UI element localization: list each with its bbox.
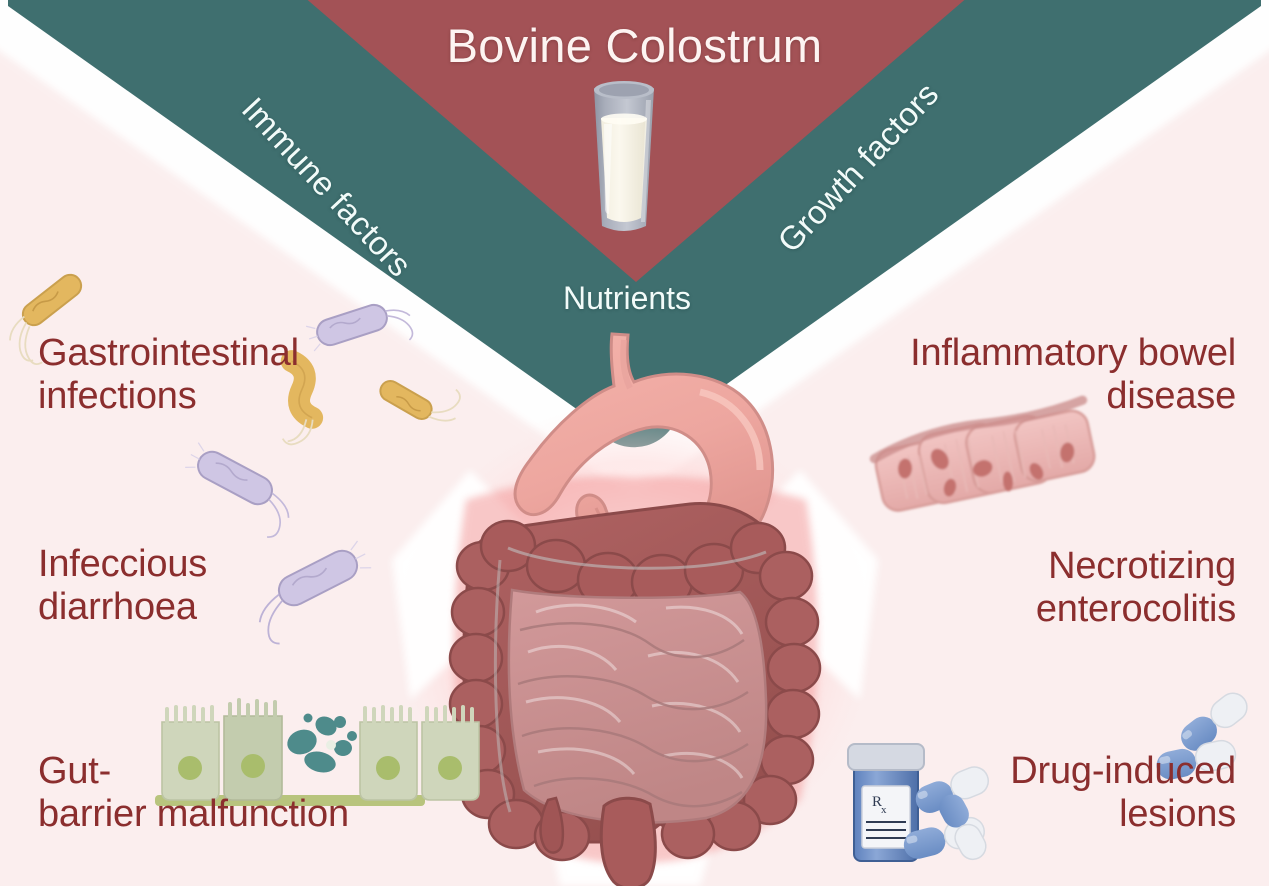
svg-text:R: R <box>872 794 882 810</box>
condition-label-gut-barrier-malfunction: Gut- barrier malfunction <box>38 750 349 835</box>
funnel-center-label: Nutrients <box>563 280 692 316</box>
condition-label-infeccious-diarrhoea: Infeccious diarrhoea <box>38 543 208 628</box>
rectum <box>599 796 657 886</box>
digestive-tract-illustration <box>448 332 822 886</box>
rod-bacterium-icon <box>258 540 372 645</box>
ulcer-lesions <box>897 442 1075 497</box>
microbe-leak <box>287 713 357 773</box>
appendix <box>539 796 565 854</box>
milk-glass-icon <box>594 81 654 231</box>
epithelial-barrier-icon <box>155 698 480 806</box>
condition-label-drug-induced-lesions: Drug-induced lesions <box>1010 750 1236 835</box>
funnel-arm-label-growth: Growth factors <box>770 75 946 260</box>
small-intestine <box>507 588 768 824</box>
svg-text:x: x <box>881 804 887 816</box>
condition-label-inflammatory-bowel-disease: Inflammatory bowel disease <box>910 332 1236 417</box>
bacteria-cluster-icon <box>9 273 461 538</box>
pill-bottle-icon: R x <box>847 692 1248 862</box>
condition-label-gastrointestinal-infections: Gastrointestinal infections <box>38 332 299 417</box>
page-title: Bovine Colostrum <box>446 19 823 72</box>
condition-label-necrotizing-enterocolitis: Necrotizing enterocolitis <box>1035 545 1236 630</box>
funnel-arm-label-immune: Immune factors <box>234 90 420 284</box>
inflamed-bowel-icon <box>869 395 1096 512</box>
